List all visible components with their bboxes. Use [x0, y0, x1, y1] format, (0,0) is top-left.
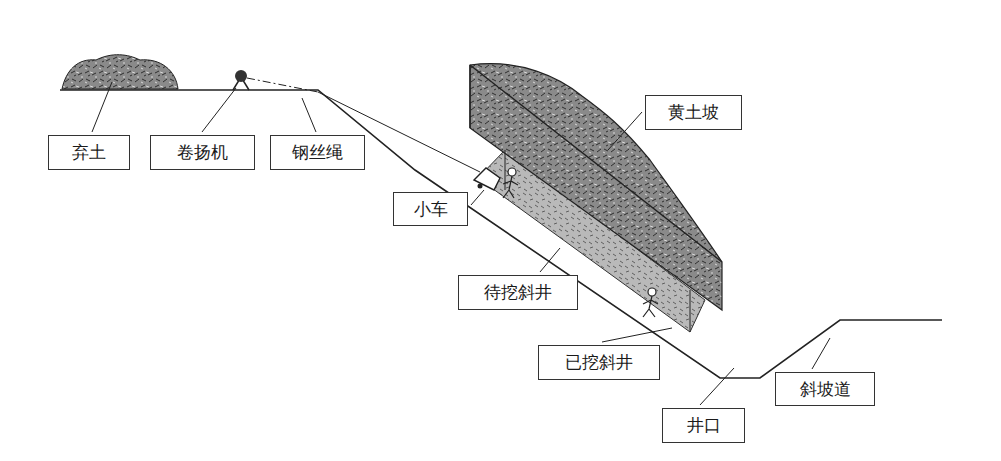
label-box: 小车	[393, 192, 468, 226]
label-box: 待挖斜井	[458, 275, 578, 310]
part-label: 已挖斜井	[565, 352, 633, 372]
label-box: 弃土	[48, 135, 130, 170]
part-label: 钢丝绳	[292, 142, 343, 162]
part-label: 井口	[687, 415, 721, 435]
part-label: 待挖斜井	[484, 282, 552, 302]
leader-line	[92, 82, 830, 405]
spoil-heap	[62, 55, 178, 89]
part-label: 小车	[414, 199, 448, 219]
label-box: 黄土坡	[645, 95, 742, 130]
label-box: 井口	[662, 408, 745, 443]
worker	[503, 168, 518, 198]
part-label: 斜坡道	[800, 379, 851, 399]
part-label: 卷扬机	[177, 142, 228, 162]
wire-rope	[247, 78, 318, 92]
cart	[474, 168, 500, 190]
part-label: 黄土坡	[668, 102, 719, 122]
label-box: 斜坡道	[775, 372, 875, 406]
label-box: 已挖斜井	[538, 345, 660, 380]
part-label: 弃土	[72, 142, 106, 162]
label-box: 卷扬机	[150, 135, 255, 170]
worker	[643, 288, 658, 317]
label-box: 钢丝绳	[270, 135, 365, 170]
winch	[233, 70, 249, 90]
